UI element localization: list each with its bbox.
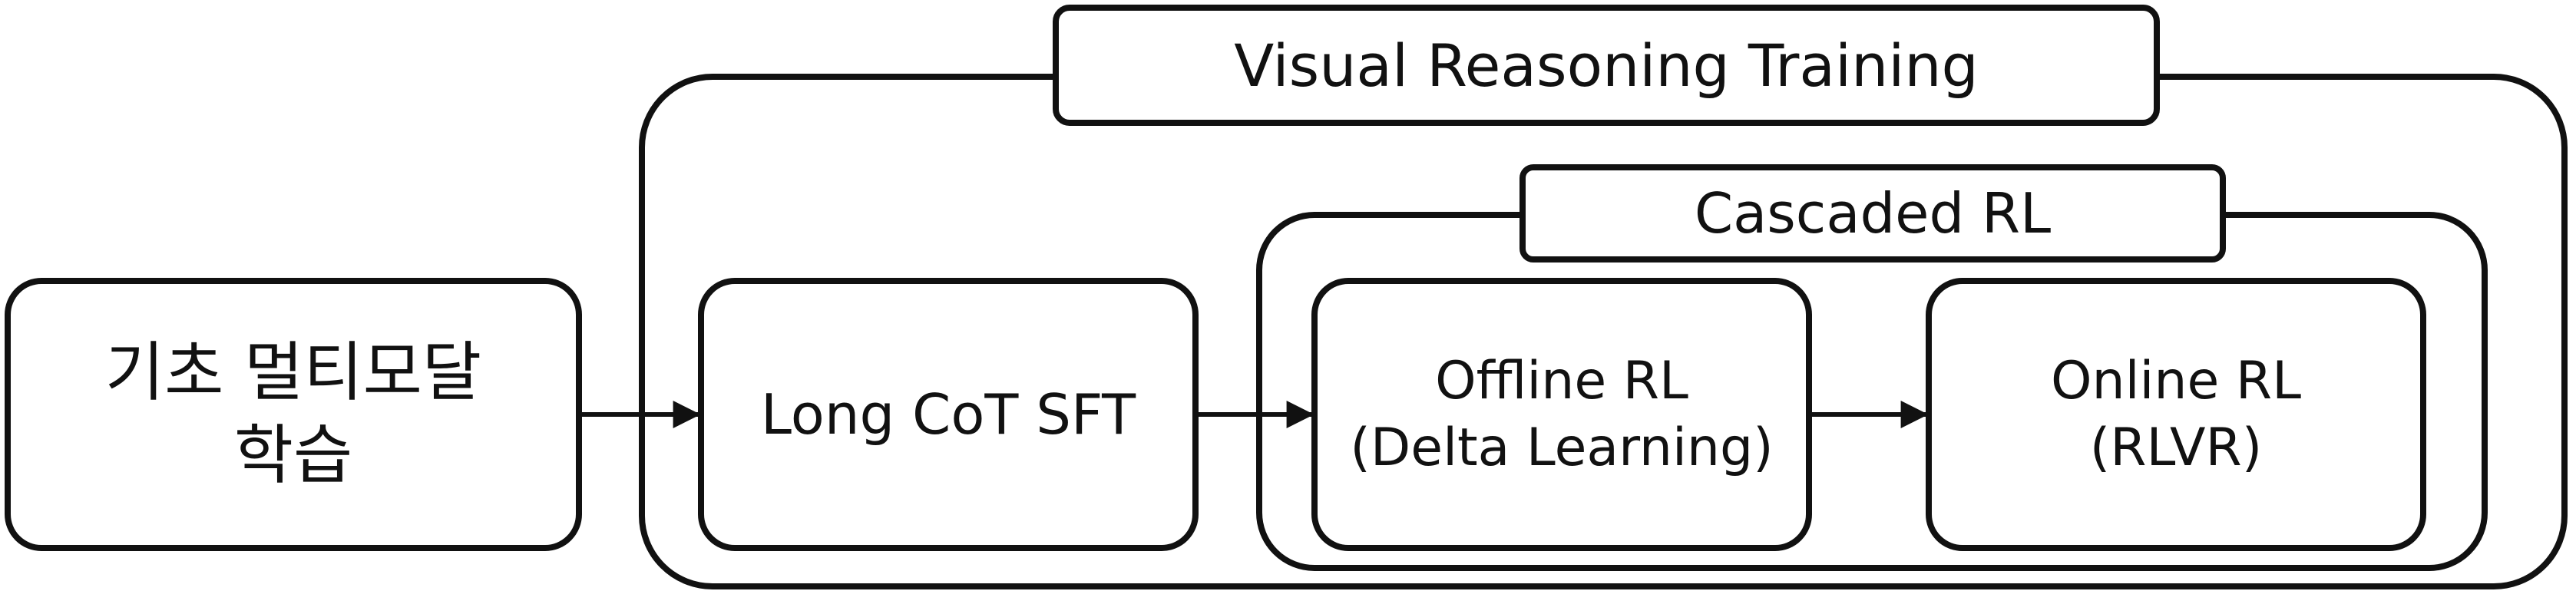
- foundation-multimodal-node: 기초 멀티모달 학습: [5, 278, 582, 551]
- foundation-multimodal-label: 기초 멀티모달 학습: [11, 284, 576, 545]
- online-rl-label: Online RL (RLVR): [1932, 284, 2420, 545]
- online-rl-line-2: (RLVR): [2089, 418, 2263, 478]
- offline-rl-line-2: (Delta Learning): [1350, 418, 1774, 478]
- offline-rl-line-1: Offline RL: [1435, 350, 1688, 411]
- online-rl-line-1: Online RL: [2050, 350, 2302, 411]
- offline-rl-label: Offline RL (Delta Learning): [1318, 284, 1806, 545]
- visual-reasoning-training-title: Visual Reasoning Training: [1234, 31, 1979, 100]
- foundation-multimodal-line-2: 학습: [233, 418, 353, 493]
- long-cot-sft-label: Long CoT SFT: [704, 284, 1192, 545]
- online-rl-node: Online RL (RLVR): [1926, 278, 2426, 551]
- offline-rl-node: Offline RL (Delta Learning): [1311, 278, 1812, 551]
- foundation-multimodal-line-1: 기초 멀티모달: [104, 335, 482, 411]
- cascaded-rl-title: Cascaded RL: [1694, 181, 2052, 246]
- long-cot-sft-node: Long CoT SFT: [698, 278, 1199, 551]
- long-cot-sft-line-1: Long CoT SFT: [760, 381, 1136, 447]
- cascaded-rl-title-box: Cascaded RL: [1519, 164, 2226, 262]
- visual-reasoning-training-title-box: Visual Reasoning Training: [1053, 5, 2160, 126]
